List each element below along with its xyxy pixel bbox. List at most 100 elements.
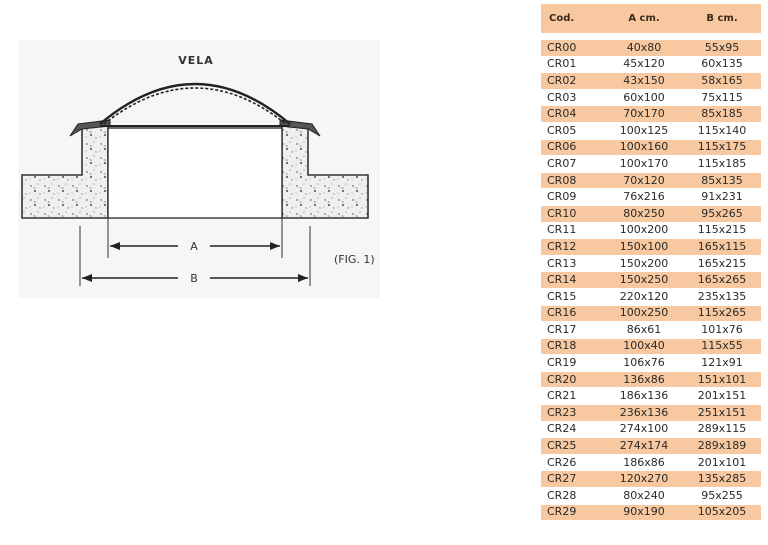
cell-code: CR25 xyxy=(541,437,605,455)
cell-b: 115x215 xyxy=(683,222,761,240)
cell-code: CR02 xyxy=(541,72,605,90)
cell-a: 120x270 xyxy=(605,470,683,489)
cell-a: 150x200 xyxy=(605,255,683,273)
cell-b: 165x265 xyxy=(683,271,761,289)
cell-a: 100x200 xyxy=(605,222,683,240)
cell-b: 91x231 xyxy=(683,188,761,206)
cell-b: 135x285 xyxy=(683,470,761,489)
cell-code: CR18 xyxy=(541,338,605,356)
cell-a: 150x100 xyxy=(605,238,683,256)
cell-b: 235x135 xyxy=(683,288,761,306)
dome-inner xyxy=(103,87,287,125)
roof-opening xyxy=(107,127,283,219)
cell-a: 100x170 xyxy=(605,155,683,173)
cell-b: 95x255 xyxy=(683,487,761,505)
cell-a: 60x100 xyxy=(605,89,683,107)
cell-code: CR14 xyxy=(541,271,605,289)
cell-code: CR17 xyxy=(541,321,605,339)
cell-a: 70x120 xyxy=(605,172,683,190)
cell-a: 86x61 xyxy=(605,321,683,339)
dome-label: VELA xyxy=(178,54,214,67)
cell-code: CR13 xyxy=(541,255,605,273)
table-header-row: Cod. A cm. B cm. xyxy=(541,4,761,40)
dimension-b-arrow-left xyxy=(82,274,92,282)
cell-b: 251x151 xyxy=(683,404,761,422)
cell-b: 115x55 xyxy=(683,338,761,356)
dome-outer xyxy=(99,82,291,125)
cell-a: 274x174 xyxy=(605,437,683,455)
dimension-b-arrow-right xyxy=(298,274,308,282)
cell-b: 55x95 xyxy=(683,36,761,57)
cell-a: 136x86 xyxy=(605,371,683,389)
cell-code: CR27 xyxy=(541,470,605,489)
cell-b: 105x205 xyxy=(683,504,761,522)
cell-b: 289x115 xyxy=(683,421,761,439)
figure-caption: (FIG. 1) xyxy=(334,253,375,266)
cell-b: 201x101 xyxy=(683,454,761,472)
cell-a: 100x250 xyxy=(605,305,683,323)
cell-a: 45x120 xyxy=(605,56,683,74)
cell-b: 115x185 xyxy=(683,155,761,173)
cell-code: CR09 xyxy=(541,188,605,206)
cell-a: 100x40 xyxy=(605,338,683,356)
header-a: A cm. xyxy=(605,4,683,40)
cell-b: 95x265 xyxy=(683,205,761,223)
cell-b: 115x175 xyxy=(683,139,761,157)
cell-code: CR19 xyxy=(541,354,605,372)
cell-code: CR07 xyxy=(541,155,605,173)
dimension-a-arrow-left xyxy=(110,242,120,250)
cell-code: CR01 xyxy=(541,56,605,74)
cell-code: CR24 xyxy=(541,421,605,439)
cell-code: CR10 xyxy=(541,205,605,223)
cell-a: 40x80 xyxy=(605,36,683,57)
cell-b: 151x101 xyxy=(683,371,761,389)
cell-a: 80x250 xyxy=(605,205,683,223)
cell-code: CR08 xyxy=(541,172,605,190)
header-code: Cod. xyxy=(541,4,605,40)
cell-b: 165x215 xyxy=(683,255,761,273)
dimension-b-label: B xyxy=(190,272,198,285)
cell-code: CR26 xyxy=(541,454,605,472)
cell-code: CR11 xyxy=(541,222,605,240)
cell-a: 186x86 xyxy=(605,454,683,472)
cell-a: 80x240 xyxy=(605,487,683,505)
cell-a: 43x150 xyxy=(605,72,683,90)
cell-a: 220x120 xyxy=(605,288,683,306)
cell-a: 90x190 xyxy=(605,504,683,522)
cell-b: 115x140 xyxy=(683,122,761,140)
cell-code: CR20 xyxy=(541,371,605,389)
cell-code: CR21 xyxy=(541,387,605,406)
cell-b: 121x91 xyxy=(683,354,761,372)
cell-a: 186x136 xyxy=(605,387,683,406)
cell-a: 236x136 xyxy=(605,404,683,422)
cell-b: 289x189 xyxy=(683,437,761,455)
skylight-section-diagram: VELA A B (FIG. 1) xyxy=(18,40,380,298)
